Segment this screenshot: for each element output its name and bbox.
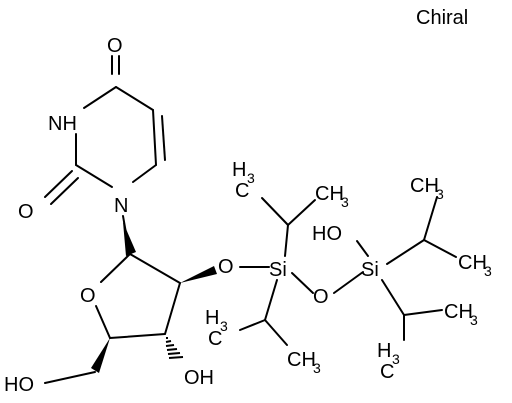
bond-ch-bottom-ch3-left (239, 319, 266, 331)
bond-c2prime-c1prime (129, 253, 181, 284)
atom-h3c-si2-down-c: C (380, 361, 394, 383)
hash-c3prime-oh (165, 337, 184, 359)
bond-c4-c5 (115, 86, 154, 111)
bond-c6-n1 (132, 164, 157, 183)
atom-h3c-bottom-left-3: 3 (220, 318, 228, 334)
atom-ch3-si2-bottom-right: CH (444, 301, 473, 323)
wedge-c2prime-o (180, 266, 217, 283)
bond-c3prime-c2prime (164, 282, 181, 335)
bond-oring-c4prime (95, 305, 111, 339)
atom-ch3-si2-right-3: 3 (484, 263, 492, 279)
atom-o-carbonyl-left: O (18, 201, 34, 223)
bond-o2-si2 (333, 271, 364, 294)
atom-o-ring: O (80, 285, 96, 307)
bond-ch-top-ch3-right (287, 199, 316, 226)
atom-o-carbonyl-top: O (107, 35, 123, 57)
atom-h3c-si2-down-3: 3 (392, 351, 400, 367)
atom-h3c-top-left-h: H (232, 159, 246, 181)
atom-h3c-bottom-left-c: C (208, 328, 222, 350)
atom-o-link1: O (218, 256, 234, 278)
atom-h3c-top-left-3: 3 (247, 170, 255, 186)
bond-si2-ch-top (386, 239, 425, 265)
atom-ho-si: HO (312, 223, 342, 245)
bond-si1-ch-top (284, 224, 289, 257)
atom-ch3-si2-up: CH (410, 175, 439, 197)
atom-ch3-si2-bottom-right-3: 3 (470, 312, 478, 328)
atom-ch3-top-right-3: 3 (341, 194, 349, 210)
atom-ho-ch2: HO (4, 374, 34, 396)
bond-si1-ch-bottom (264, 279, 278, 321)
atom-si1: Si (269, 259, 287, 281)
atom-labels: O NH O N O O Si O Si HO OH HO H 3 C CH 3… (4, 35, 492, 396)
bond-ch-si2top-ch3-right (423, 239, 457, 258)
atom-nh: NH (48, 113, 77, 135)
bond-ch-top-ch3-left (261, 197, 289, 226)
bond-n3-c4 (83, 86, 117, 109)
bond-si2-ho (356, 240, 369, 257)
bond-ch-bottom-ch3-right (264, 319, 288, 346)
bond-n1-c2 (75, 164, 113, 188)
atom-si2: Si (361, 259, 379, 281)
chiral-label: Chiral (416, 7, 468, 29)
bond-c5-c6 (152, 109, 157, 166)
wedge-c1prime-n1 (123, 222, 136, 256)
atom-h3c-si2-down-h: H (377, 340, 391, 362)
bonds (44, 55, 457, 384)
bond-si1-o2 (291, 272, 314, 294)
bond-ch-si2top-ch3-up (423, 196, 438, 241)
bond-c5-c6-double (161, 115, 166, 161)
atom-ch3-si2-up-3: 3 (436, 186, 444, 202)
bond-ch2-oh (44, 371, 96, 384)
atom-h3c-top-left-c: C (235, 180, 249, 202)
bond-c2-o-double (50, 177, 79, 205)
bond-ch-si2bottom-ch3-right (403, 309, 443, 316)
atom-o-link2: O (313, 286, 329, 308)
atom-ch3-top-right: CH (315, 183, 344, 205)
bond-c2-o (44, 170, 73, 198)
bond-si2-ch-bottom (381, 279, 405, 316)
atom-oh-ring: OH (184, 367, 214, 389)
atom-h3c-bottom-left-h: H (205, 307, 219, 329)
bond-c4prime-c3prime (109, 333, 166, 339)
atom-ch3-bottom-right: CH (287, 349, 316, 371)
wedge-c4prime-ch2 (91, 338, 110, 373)
bond-c1prime-oring (100, 253, 131, 283)
atom-n1: N (114, 195, 128, 217)
atom-ch3-si2-right: CH (458, 252, 487, 274)
atom-ch3-bottom-right-3: 3 (313, 360, 321, 376)
